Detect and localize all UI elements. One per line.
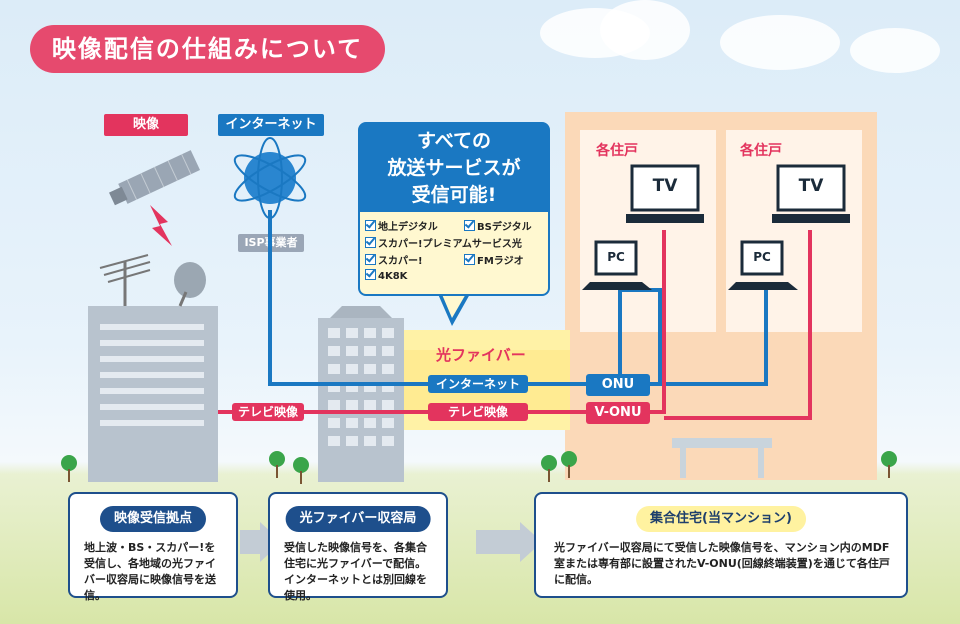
fiber-station-roof [330,306,392,318]
services-list: 地上デジタル BSデジタル スカパー!プレミアムサービス光 スカパー! FMラジ… [358,212,550,296]
service-item: スカパー! [365,252,423,267]
video-tag: 映像 [104,114,188,136]
room-label-1: 各住戸 [596,143,638,159]
service-item: 地上デジタル [365,218,438,233]
tree-icon [561,451,577,478]
pc-icon [582,240,652,290]
info-body: 地上波・BS・スカパー!を受信し、各地域の光ファイバー収容局に映像信号を送信。 [84,541,216,602]
entrance-pillar [758,448,764,478]
satellite-dish-icon [174,262,206,307]
tv-line-room2 [664,230,812,420]
vonu-box: V-ONU [586,402,650,424]
service-item: 4K8K [365,269,407,282]
pc-icon [728,240,798,290]
satellite-icon [109,150,201,206]
tv-label-2: TV [798,176,824,196]
tv-line-label: テレビ映像 [428,403,528,421]
tree-icon [541,455,557,482]
services-bubble-heading: すべての 放送サービスが 受信可能! [358,122,550,212]
cloud [720,15,840,70]
check-icon [365,254,376,265]
info-body: 受信した映像信号を、各集合住宅に光ファイバーで配信。インターネットとは別回線を使… [284,541,427,602]
info-heading: 光ファイバー収容局 [285,506,431,532]
info-box-fiber-station: 光ファイバー収容局 受信した映像信号を、各集合住宅に光ファイバーで配信。インター… [268,492,448,602]
bubble-heading-line3: 受信可能! [411,184,497,206]
cloud [850,28,940,73]
internet-line-onu-room1 [618,288,662,386]
room-label-2: 各住戸 [740,143,782,159]
tree-icon [269,451,285,478]
info-heading: 集合住宅(当マンション) [636,506,806,532]
signal-bolt-icon [150,205,172,246]
info-box-apartment: 集合住宅(当マンション) 光ファイバー収容局にて受信した映像信号を、マンション内… [534,492,908,598]
room-panel [726,130,862,332]
internet-line-label: インターネット [428,375,528,393]
check-icon [464,254,475,265]
tv-line-room1 [650,230,666,414]
tv-icon [626,164,704,223]
service-item: FMラジオ [464,252,524,267]
check-icon [365,237,376,248]
tv-icon [772,164,850,223]
reception-building-windows [100,324,204,426]
tv-label-1: TV [652,176,678,196]
room-panel [580,130,716,332]
fiber-label: 光ファイバー [436,346,526,364]
internet-tag: インターネット [218,114,324,136]
internet-line-room2 [660,288,768,386]
check-icon [464,220,475,231]
cloud [600,0,690,60]
antenna-icon [99,254,151,283]
bubble-heading-line1: すべての [417,130,491,152]
info-heading: 映像受信拠点 [99,506,207,532]
tree-icon [881,451,897,478]
globe-icon [233,137,307,219]
page-title: 映像配信の仕組みについて [30,25,385,73]
pc-label-2: PC [753,250,771,264]
pc-label-1: PC [607,250,625,264]
tree-icon [61,455,77,482]
check-icon [365,269,376,280]
entrance-pillar [680,448,686,478]
tree-icon [293,457,309,484]
entrance-canopy [672,438,772,448]
onu-box: ONU [586,374,650,396]
service-item: BSデジタル [464,218,532,233]
flow-arrow [240,522,282,562]
fiber-station-windows [328,328,394,446]
flow-arrow [476,522,542,562]
tv-line-label-left: テレビ映像 [232,403,304,421]
info-box-reception: 映像受信拠点 地上波・BS・スカパー!を受信し、各地域の光ファイバー収容局に映像… [68,492,238,602]
check-icon [365,220,376,231]
service-item: スカパー!プレミアムサービス光 [365,235,522,250]
info-body: 光ファイバー収容局にて受信した映像信号を、マンション内のMDF室または専有部に設… [554,541,890,586]
bubble-heading-line2: 放送サービスが [387,157,521,179]
